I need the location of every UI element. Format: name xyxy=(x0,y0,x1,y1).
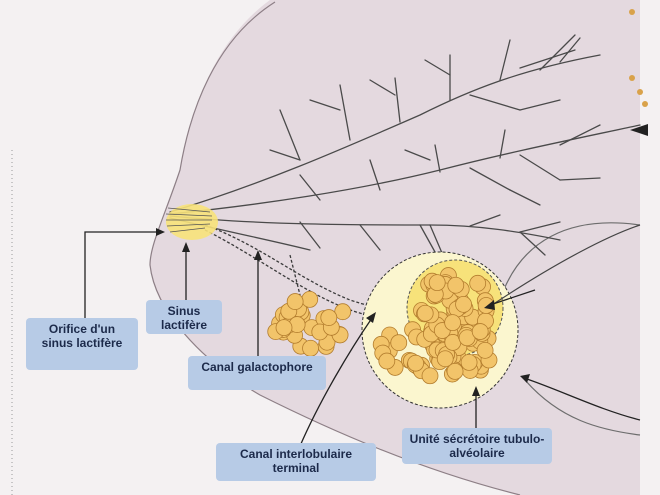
alveolus xyxy=(437,351,453,367)
alveolus xyxy=(379,353,395,369)
label-unite-secretoire: Unité sécrétoire tubulo-alvéolaire xyxy=(402,428,552,464)
label-orifice-sinus: Orifice d'un sinus lactifère xyxy=(26,318,138,370)
alveolus xyxy=(302,291,318,307)
alveolus xyxy=(408,355,424,371)
label-sinus-lactifere: Sinus lactifère xyxy=(146,300,222,334)
alveolus xyxy=(287,294,303,310)
alveolus xyxy=(303,340,319,356)
alveolus xyxy=(321,310,337,326)
alveolus xyxy=(461,354,477,370)
alveolus xyxy=(470,275,486,291)
lactiferous-sinus xyxy=(166,204,218,240)
breast-tissue xyxy=(150,0,640,495)
alveolus xyxy=(472,324,488,340)
alveolus xyxy=(477,342,493,358)
label-canal-galactophore: Canal galactophore xyxy=(188,356,326,390)
alveolus xyxy=(445,315,461,331)
label-canal-interlobulaire: Canal interlobulaire terminal xyxy=(216,443,376,481)
alveolus xyxy=(422,368,438,384)
alveolus xyxy=(456,296,472,312)
alveolus xyxy=(448,277,464,293)
alveolus xyxy=(276,320,292,336)
alveolus xyxy=(429,275,445,291)
alveolus xyxy=(417,305,433,321)
alveolus xyxy=(391,335,407,351)
